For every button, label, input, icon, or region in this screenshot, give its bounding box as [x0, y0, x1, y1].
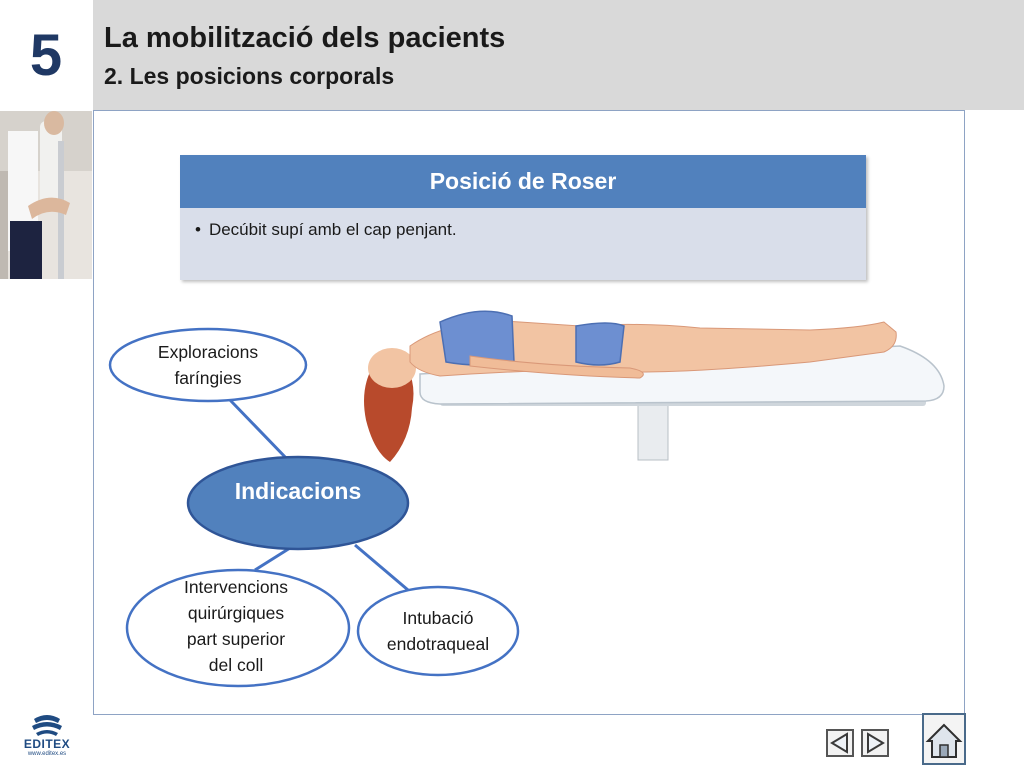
- bubble-line: faríngies: [174, 368, 242, 388]
- triangle-right-icon: [867, 732, 885, 754]
- logo-brand: EDITEX: [23, 737, 71, 751]
- header-bar: [93, 0, 1024, 110]
- bubble-explorations-text: Exploracions faríngies: [120, 339, 296, 391]
- bubble-line: Exploracions: [157, 342, 259, 362]
- info-card: Posició de Roser • Decúbit supí amb el c…: [180, 155, 866, 280]
- bubble-line: endotraqueal: [386, 634, 490, 654]
- bubble-line: del coll: [208, 655, 264, 675]
- info-card-list: • Decúbit supí amb el cap penjant.: [180, 208, 866, 240]
- page-subtitle: 2. Les posicions corporals: [104, 63, 395, 89]
- info-card-title: Posició de Roser: [429, 168, 617, 194]
- bubble-interventions-text: Intervencions quirúrgiques part superior…: [148, 574, 324, 678]
- bullet-icon: •: [195, 220, 201, 239]
- list-item: • Decúbit supí amb el cap penjant.: [195, 220, 866, 240]
- bubble-line: Intubació: [402, 608, 474, 628]
- home-button[interactable]: [922, 713, 966, 765]
- center-node-label: Indicacions: [234, 478, 362, 504]
- bubble-line: part superior: [186, 629, 286, 649]
- info-card-header: Posició de Roser: [180, 155, 866, 208]
- bubble-line: Intervencions: [183, 577, 289, 597]
- list-item-text: Decúbit supí amb el cap penjant.: [208, 220, 457, 239]
- logo-url: www.editex.es: [27, 751, 67, 757]
- chapter-number: 5: [29, 22, 63, 88]
- home-icon: [925, 723, 963, 758]
- editex-logo: EDITEX www.editex.es: [18, 711, 76, 761]
- bubble-intubation-text: Intubació endotraqueal: [368, 605, 508, 657]
- prev-button[interactable]: [826, 729, 854, 757]
- logo-mark-icon: [32, 715, 62, 736]
- triangle-left-icon: [830, 732, 848, 754]
- page-title: La mobilització dels pacients: [104, 22, 506, 54]
- side-photo: [0, 111, 92, 279]
- bubble-line: quirúrgiques: [187, 603, 285, 623]
- next-button[interactable]: [861, 729, 889, 757]
